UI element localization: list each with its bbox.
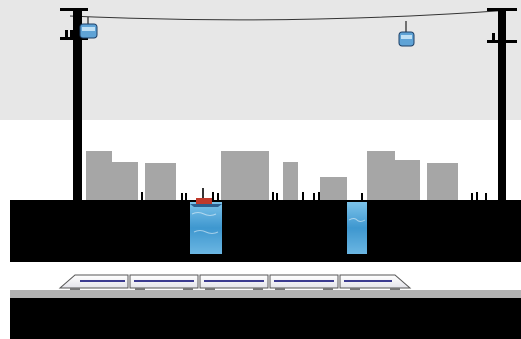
building bbox=[427, 163, 458, 200]
building bbox=[283, 162, 298, 200]
building bbox=[221, 151, 269, 200]
rail-ground bbox=[10, 298, 521, 339]
train bbox=[60, 275, 410, 290]
canal-left bbox=[190, 202, 222, 254]
rail-band bbox=[10, 290, 521, 298]
canal-right bbox=[347, 202, 367, 254]
ground-block bbox=[10, 200, 521, 262]
building bbox=[320, 177, 347, 200]
building bbox=[145, 163, 176, 200]
